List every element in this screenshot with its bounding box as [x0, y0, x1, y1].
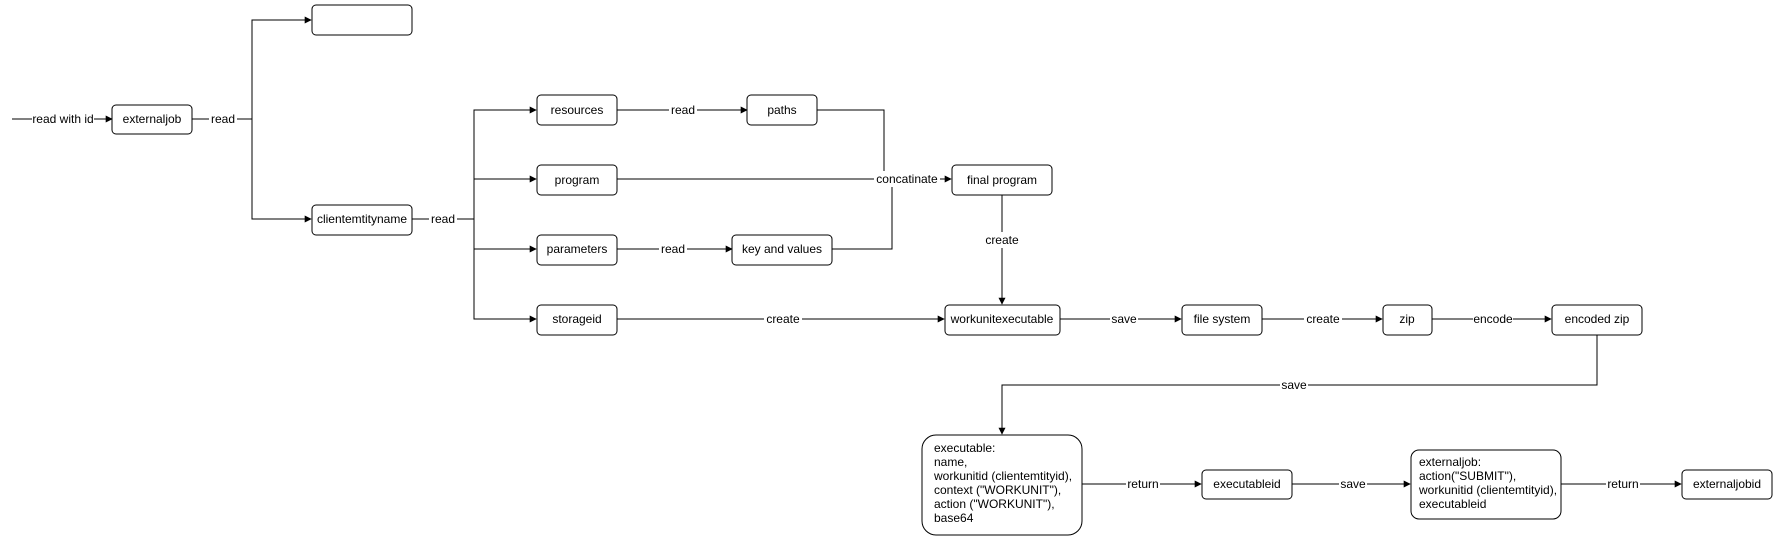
node-executable-line-2: name,	[934, 455, 967, 469]
node-externaljob-2: externaljob: action("SUBMIT"), workuniti…	[1410, 449, 1562, 520]
node-paths-label: paths	[767, 103, 796, 117]
label-read-resources: read	[671, 103, 695, 117]
edge-name-to-storageid	[473, 219, 537, 323]
node-externaljobid-label: externaljobid	[1693, 477, 1761, 491]
node-parameters-label: parameters	[547, 242, 608, 256]
node-executableid-label: executableid	[1213, 477, 1280, 491]
edge-labels: read with id read read read concatinate …	[32, 102, 1640, 492]
edge-externaljob-to-clientemtityname	[251, 119, 312, 223]
node-final-program: final program	[951, 164, 1053, 196]
node-paths: paths	[746, 94, 818, 126]
node-externaljob-label: externaljob	[123, 112, 182, 126]
label-return-job: return	[1607, 477, 1638, 491]
node-key-and-values-label: key and values	[742, 242, 822, 256]
node-executable: executable: name, workunitid (clientemti…	[921, 434, 1083, 536]
node-encoded-zip-label: encoded zip	[1565, 312, 1630, 326]
node-storageid-label: storageid	[552, 312, 601, 326]
edge-name-to-parameters	[473, 219, 537, 253]
label-save-externaljob: save	[1340, 477, 1366, 491]
edges	[12, 16, 1682, 488]
node-file-system: file system	[1181, 304, 1263, 336]
node-storageid: storageid	[536, 304, 618, 336]
node-externaljob: externaljob	[111, 104, 193, 135]
edge-kv-to-concat	[832, 179, 893, 250]
label-concatinate: concatinate	[876, 172, 938, 186]
label-return-exec: return	[1127, 477, 1158, 491]
edge-name-to-program	[473, 175, 537, 219]
node-final-program-label: final program	[967, 173, 1037, 187]
node-parameters: parameters	[536, 234, 618, 266]
label-read-parameters: read	[661, 242, 685, 256]
node-clientemtityname: clientemtityname	[311, 204, 413, 236]
label-create-storage: create	[766, 312, 800, 326]
node-externaljob-2-line-2: action("SUBMIT"),	[1419, 469, 1516, 483]
label-read-with-id: read with id	[32, 112, 93, 126]
node-executable-line-1: executable:	[934, 441, 995, 455]
label-read-clientemtityname: read	[431, 212, 455, 226]
node-key-and-values: key and values	[731, 234, 833, 266]
node-clientemtityid	[311, 4, 413, 36]
nodes: externaljob clientemtityname resources p…	[111, 4, 1773, 536]
node-resources-label: resources	[551, 103, 604, 117]
node-externaljob-2-line-1: externaljob:	[1419, 455, 1481, 469]
node-file-system-label: file system	[1194, 312, 1251, 326]
node-externaljob-2-line-3: workunitid (clientemtityid),	[1418, 483, 1557, 497]
label-create-zip: create	[1306, 312, 1340, 326]
edge-externaljob-to-clientemtityid	[192, 16, 312, 120]
node-program-label: program	[555, 173, 600, 187]
label-save-executable: save	[1281, 378, 1307, 392]
node-zip-label: zip	[1399, 312, 1415, 326]
node-executable-line-4: context ("WORKUNIT"),	[934, 483, 1061, 497]
node-clientemtityname-label: clientemtityname	[317, 212, 407, 226]
node-encoded-zip: encoded zip	[1551, 304, 1643, 336]
edge-paths-to-concat	[817, 109, 885, 179]
label-read-externaljob: read	[211, 112, 235, 126]
node-program: program	[536, 164, 618, 196]
label-create-workunit: create	[985, 233, 1019, 247]
node-externaljob-2-line-4: executableid	[1419, 497, 1486, 511]
node-executableid: executableid	[1201, 469, 1293, 500]
node-resources: resources	[536, 94, 618, 126]
node-zip: zip	[1382, 304, 1433, 336]
node-workunitexecutable-label: workunitexecutable	[950, 312, 1054, 326]
node-executable-line-5: action ("WORKUNIT"),	[934, 497, 1055, 511]
node-executable-line-3: workunitid (clientemtityid),	[933, 469, 1072, 483]
node-externaljobid: externaljobid	[1681, 469, 1773, 500]
label-encode: encode	[1473, 312, 1513, 326]
label-save-fs: save	[1111, 312, 1137, 326]
node-executable-line-6: base64	[934, 511, 974, 525]
node-workunitexecutable: workunitexecutable	[944, 304, 1061, 336]
